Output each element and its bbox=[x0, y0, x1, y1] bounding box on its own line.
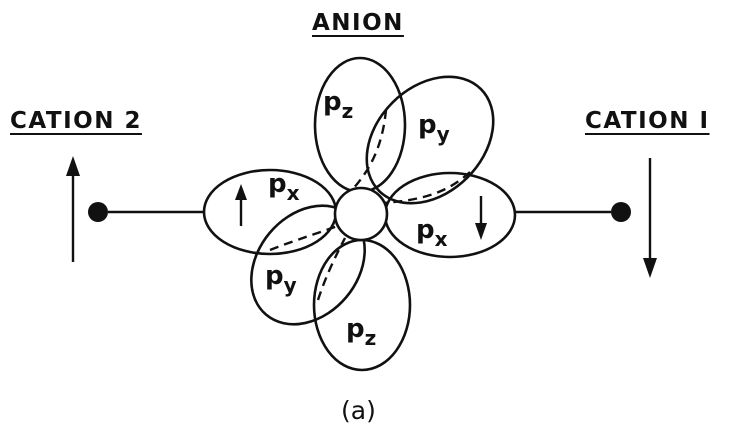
cation-2-nucleus bbox=[88, 202, 108, 222]
px-right-spin-arrowhead bbox=[475, 223, 487, 240]
hidden-contour-lower-left bbox=[269, 223, 341, 252]
pz-upper-label: pz bbox=[323, 87, 353, 123]
hidden-contour-right bbox=[383, 171, 471, 205]
figure-caption: (a) bbox=[341, 396, 376, 425]
pz-lower-label: pz bbox=[346, 314, 376, 350]
pz-upper-lobe bbox=[313, 56, 407, 194]
px-left-spin-arrowhead bbox=[235, 184, 247, 200]
cation-1-spin-arrowhead bbox=[643, 258, 657, 278]
px-right-label: px bbox=[416, 215, 448, 251]
cation-2-heading: CATION 2 bbox=[10, 108, 142, 134]
px-left-label: px bbox=[268, 169, 300, 205]
anion-core bbox=[333, 186, 389, 242]
anion-heading: ANION bbox=[312, 10, 404, 36]
py-upper-lobe bbox=[365, 75, 495, 205]
hidden-contour-upper-right bbox=[351, 109, 388, 191]
cation-2-spin-arrowhead bbox=[66, 156, 80, 176]
py-lower-label: py bbox=[265, 261, 297, 297]
cation-1-heading: CATION I bbox=[585, 108, 710, 134]
cation-1-nucleus bbox=[611, 202, 631, 222]
px-right-lobe bbox=[383, 171, 517, 259]
py-upper-label: py bbox=[418, 110, 450, 146]
hidden-contour-lower bbox=[316, 237, 347, 301]
pz-lower-lobe bbox=[312, 238, 412, 372]
